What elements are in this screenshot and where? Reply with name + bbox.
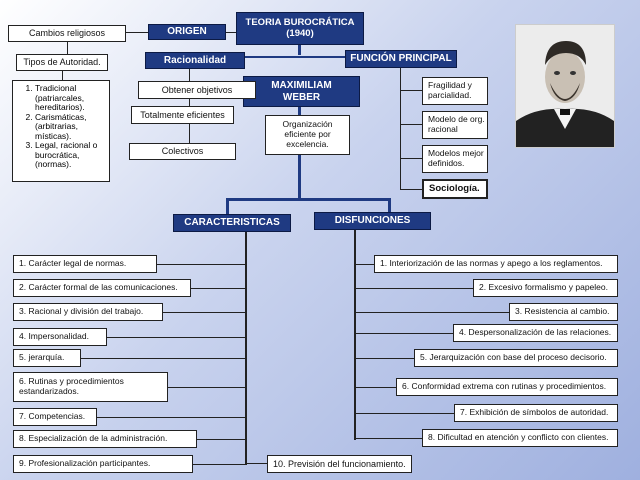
line: [356, 288, 473, 289]
caracteristica-item: 9. Profesionalización participantes.: [13, 455, 193, 473]
line: [62, 71, 63, 80]
racionalidad-header: Racionalidad: [145, 52, 245, 69]
disfuncion-item: 1. Interiorización de las normas y apego…: [374, 255, 618, 273]
caracteristica-item: 2. Carácter formal de las comunicaciones…: [13, 279, 191, 297]
obtener-objetivos-box: Obtener objetivos: [138, 81, 256, 99]
caracteristica-item: 8. Especialización de la administración.: [13, 430, 197, 448]
func-item: Sociología.: [422, 179, 488, 199]
line: [126, 32, 148, 33]
prevision-box: 10. Previsión del funcionamiento.: [267, 455, 412, 473]
line: [226, 32, 236, 33]
line: [356, 358, 414, 359]
colectivos-box: Colectivos: [129, 143, 236, 160]
origen-header: ORIGEN: [148, 24, 226, 40]
line: [197, 439, 245, 440]
caracteristicas-header: CARACTERISTICAS: [173, 214, 291, 232]
line: [400, 124, 422, 125]
list-item: Legal, racional o burocrática, (normas).: [35, 140, 105, 170]
caracteristica-item: 4. Impersonalidad.: [13, 328, 107, 346]
list-item: Carismáticas, (arbitrarias, místicas).: [35, 112, 105, 142]
line: [400, 189, 422, 190]
line: [67, 42, 68, 54]
func-item: Modelos mejor definidos.: [422, 145, 488, 173]
disfuncion-item: 7. Exhibición de símbolos de autoridad.: [454, 404, 618, 422]
line: [356, 438, 422, 439]
line: [356, 333, 453, 334]
tipos-autoridad-list: Tradicional (patriarcales, hereditarios)…: [12, 80, 110, 182]
funcion-principal-header: FUNCIÓN PRINCIPAL: [345, 50, 457, 68]
caracteristica-item: 3. Racional y división del trabajo.: [13, 303, 163, 321]
connector: [388, 198, 391, 214]
tipos-autoridad-box: Tipos de Autoridad.: [16, 54, 108, 71]
line: [157, 264, 245, 265]
func-item: Fragilidad y parcialidad.: [422, 77, 488, 105]
organizacion-box: Organización eficiente por excelencia.: [265, 115, 350, 155]
line: [163, 312, 245, 313]
line: [191, 288, 245, 289]
disfuncion-item: 3. Resistencia al cambio.: [509, 303, 618, 321]
line: [356, 413, 454, 414]
line: [400, 68, 401, 190]
author-box: MAXIMILIAM WEBER: [243, 76, 360, 107]
caracteristica-item: 6. Rutinas y procedimientos estandarizad…: [13, 372, 168, 402]
line: [247, 463, 267, 464]
line: [400, 158, 422, 159]
line: [81, 358, 245, 359]
connector: [226, 198, 391, 201]
line: [356, 264, 374, 265]
disfuncion-item: 8. Dificultad en atención y conflicto co…: [422, 429, 618, 447]
caracteristica-item: 1. Carácter legal de normas.: [13, 255, 157, 273]
disfuncion-item: 6. Conformidad extrema con rutinas y pro…: [396, 378, 618, 396]
line: [193, 464, 245, 465]
list-item: Tradicional (patriarcales, hereditarios)…: [35, 83, 105, 113]
line: [168, 387, 245, 388]
totalmente-eficientes-box: Totalmente eficientes: [131, 106, 234, 124]
line: [354, 230, 356, 440]
weber-portrait: [515, 24, 615, 148]
disfuncion-item: 2. Excesivo formalismo y papeleo.: [473, 279, 618, 297]
connector: [298, 155, 301, 200]
func-item: Modelo de org. racional: [422, 111, 488, 139]
line: [400, 90, 422, 91]
line: [245, 56, 345, 58]
title-box: TEORIA BUROCRÁTICA (1940): [236, 12, 364, 45]
disfunciones-header: DISFUNCIONES: [314, 212, 431, 230]
line: [356, 312, 509, 313]
caracteristica-item: 7. Competencias.: [13, 408, 97, 426]
connector: [226, 198, 229, 216]
disfuncion-item: 5. Jerarquización con base del proceso d…: [414, 349, 618, 367]
connector: [298, 107, 301, 115]
line: [245, 232, 247, 465]
connector: [298, 45, 301, 55]
line: [107, 337, 245, 338]
line: [97, 417, 245, 418]
disfuncion-item: 4. Despersonalización de las relaciones.: [453, 324, 618, 342]
line: [356, 387, 396, 388]
caracteristica-item: 5. jerarquía.: [13, 349, 81, 367]
cambios-religiosos-box: Cambios religiosos: [8, 25, 126, 42]
